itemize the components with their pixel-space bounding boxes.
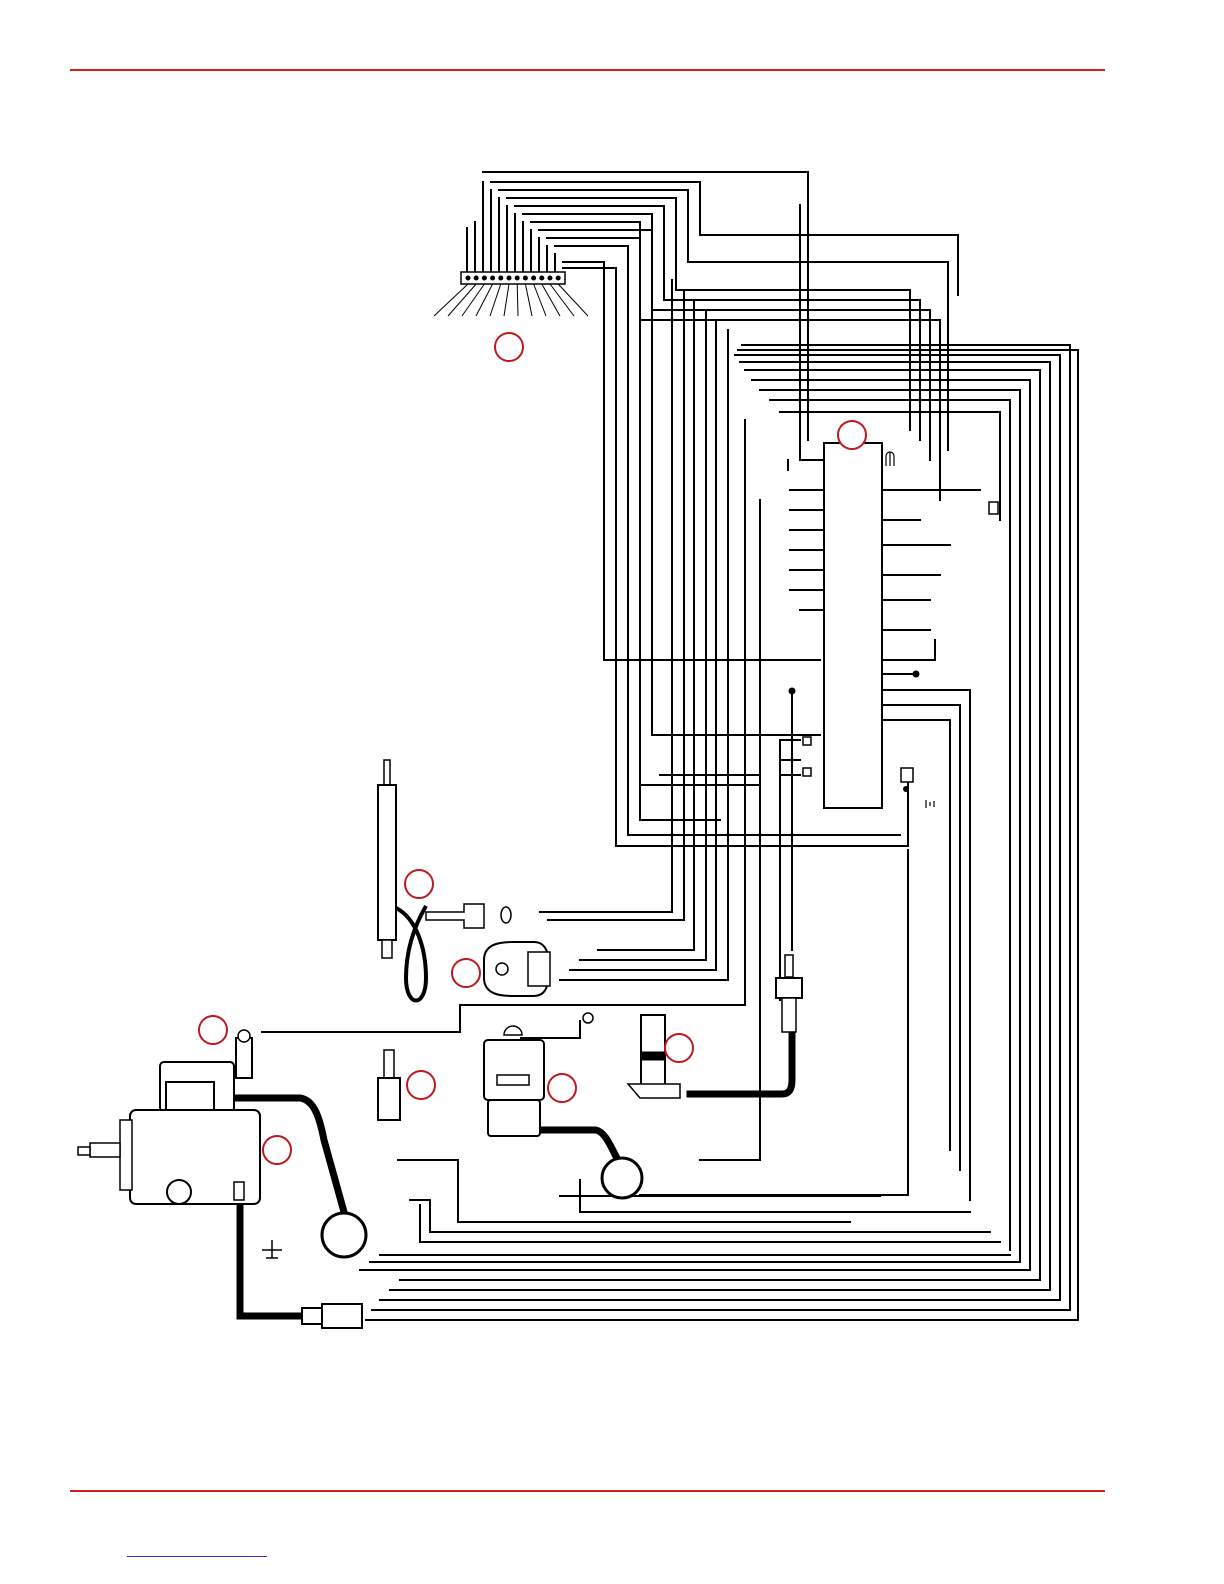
connector-pin <box>548 276 553 281</box>
wire-20 <box>563 262 820 660</box>
wire-27 <box>740 362 1050 1290</box>
connector-pin <box>498 276 503 281</box>
connector-lead <box>462 284 484 316</box>
wire-1 <box>483 172 808 440</box>
wire-35 <box>800 420 824 460</box>
wire-6 <box>523 214 930 460</box>
round-connector-solenoid <box>602 1158 642 1198</box>
wire-52 <box>882 690 970 1200</box>
connector-pin <box>507 276 512 281</box>
connector-lead <box>558 284 588 316</box>
callout-injection-pump <box>263 1136 291 1164</box>
harness-cable-2 <box>540 1130 618 1160</box>
wire-61 <box>598 300 694 950</box>
injection-pump <box>78 1062 260 1204</box>
harness-cable-3 <box>690 1030 792 1094</box>
connector-lead <box>434 284 468 316</box>
ecm-module <box>789 443 999 808</box>
connector-pin <box>539 276 544 281</box>
connector-pin <box>531 276 536 281</box>
connector-lead <box>476 284 493 316</box>
harness-connector <box>434 272 588 316</box>
connector-pin <box>515 276 520 281</box>
connector-lead <box>525 284 532 316</box>
wire-31 <box>770 400 1010 1250</box>
connector-lead <box>504 284 509 316</box>
wire-62 <box>580 310 706 960</box>
wire-64 <box>560 330 728 980</box>
wire-72 <box>420 1205 1000 1242</box>
connector-pin <box>474 276 479 281</box>
connector-pin <box>523 276 528 281</box>
connector-pin <box>466 276 471 281</box>
wires <box>218 172 1078 1320</box>
callout-coolant-sensor <box>407 1071 435 1099</box>
callout-ecm <box>838 421 866 449</box>
connector-pin <box>490 276 495 281</box>
wire-26 <box>735 355 1060 1300</box>
wire-69 <box>640 850 908 1195</box>
connector-pin <box>482 276 487 281</box>
callout-crank-sensor <box>665 1034 693 1062</box>
ground-symbol <box>262 1240 282 1258</box>
connector-lead <box>517 284 518 316</box>
coolant-sensor <box>378 1050 400 1120</box>
wire-53 <box>882 705 960 1170</box>
inline-connector <box>302 1304 362 1328</box>
connector-lead <box>448 284 476 316</box>
callout-glow-plug <box>405 870 433 898</box>
wire-50 <box>882 640 935 660</box>
wire-54 <box>882 720 950 1150</box>
wire-71 <box>410 1200 990 1232</box>
pump-sensor <box>236 1030 252 1078</box>
footer-link[interactable] <box>127 1556 267 1557</box>
fuel-shutoff-solenoid <box>484 1013 593 1136</box>
wire-68 <box>700 500 760 1160</box>
callout-pump-sensor <box>199 1016 227 1044</box>
connector-pin <box>556 276 561 281</box>
callout-connector <box>495 333 523 361</box>
callout-map-sensor <box>452 959 480 987</box>
wire-5 <box>515 206 920 440</box>
connector-lead <box>490 284 501 316</box>
callout-fuel-shutoff-solenoid <box>548 1074 576 1102</box>
wire-4 <box>507 198 910 430</box>
map-sensor <box>484 942 550 996</box>
round-connector-pump <box>322 1213 366 1257</box>
